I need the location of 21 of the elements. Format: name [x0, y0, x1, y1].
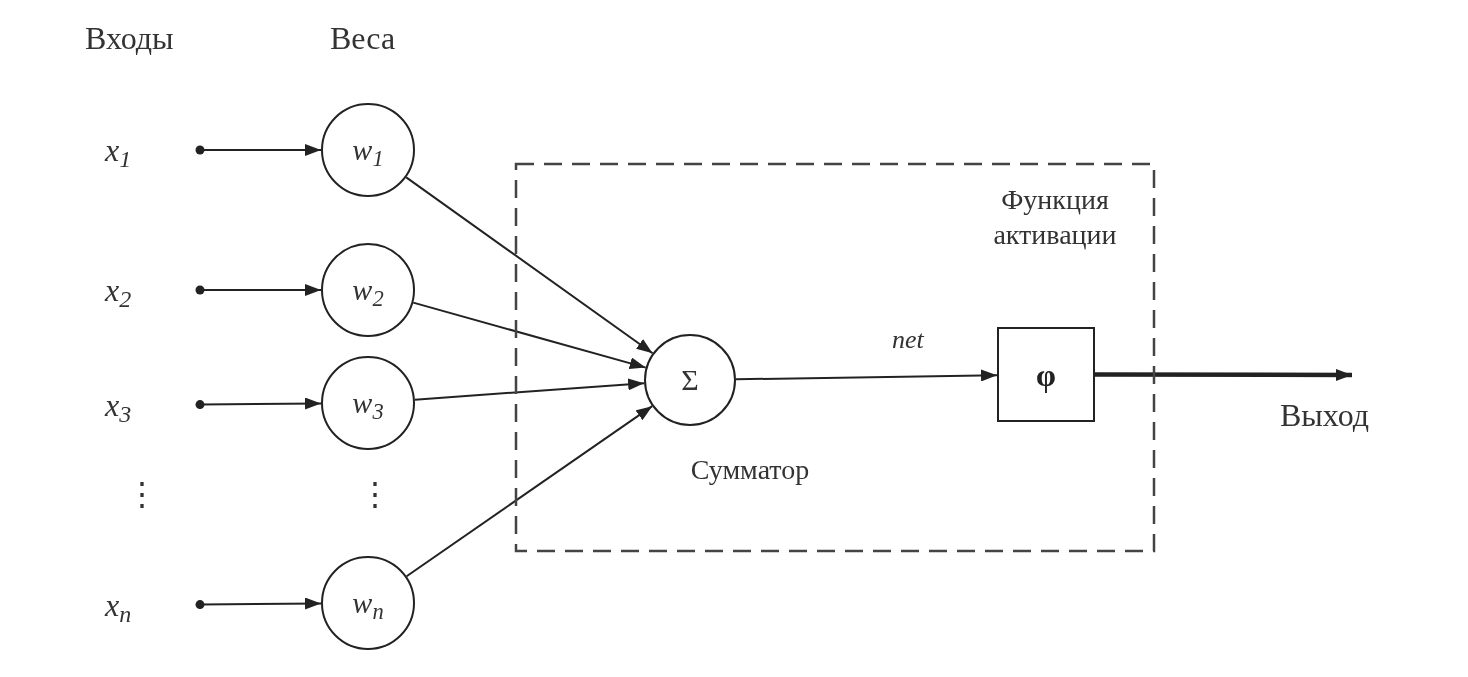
- arrow: [735, 369, 998, 382]
- input-label: x$_{2}$: [105, 265, 200, 315]
- column-heading: Веса: [330, 22, 396, 54]
- activation-box: φ: [997, 327, 1095, 422]
- arrow: [195, 284, 322, 296]
- input-label: x$_{1}$: [105, 125, 200, 175]
- input-label: x$_{n}$: [105, 580, 200, 630]
- output-label: Выход: [1280, 392, 1425, 437]
- arrow: [195, 144, 322, 156]
- column-heading: Входы: [85, 22, 174, 54]
- input-label: x$_{3}$: [105, 380, 200, 430]
- arrow: [405, 176, 654, 355]
- arrow: [195, 397, 322, 410]
- ellipsis-dots: ⋮: [359, 478, 391, 510]
- node-caption: Сумматор: [689, 453, 811, 487]
- arrow: [1095, 368, 1352, 381]
- node-caption: Функция активации: [992, 183, 1118, 252]
- arrow: [405, 405, 654, 578]
- ellipsis-dots: ⋮: [126, 478, 158, 510]
- arrow: [195, 597, 322, 610]
- dashed-frame: [515, 163, 1155, 552]
